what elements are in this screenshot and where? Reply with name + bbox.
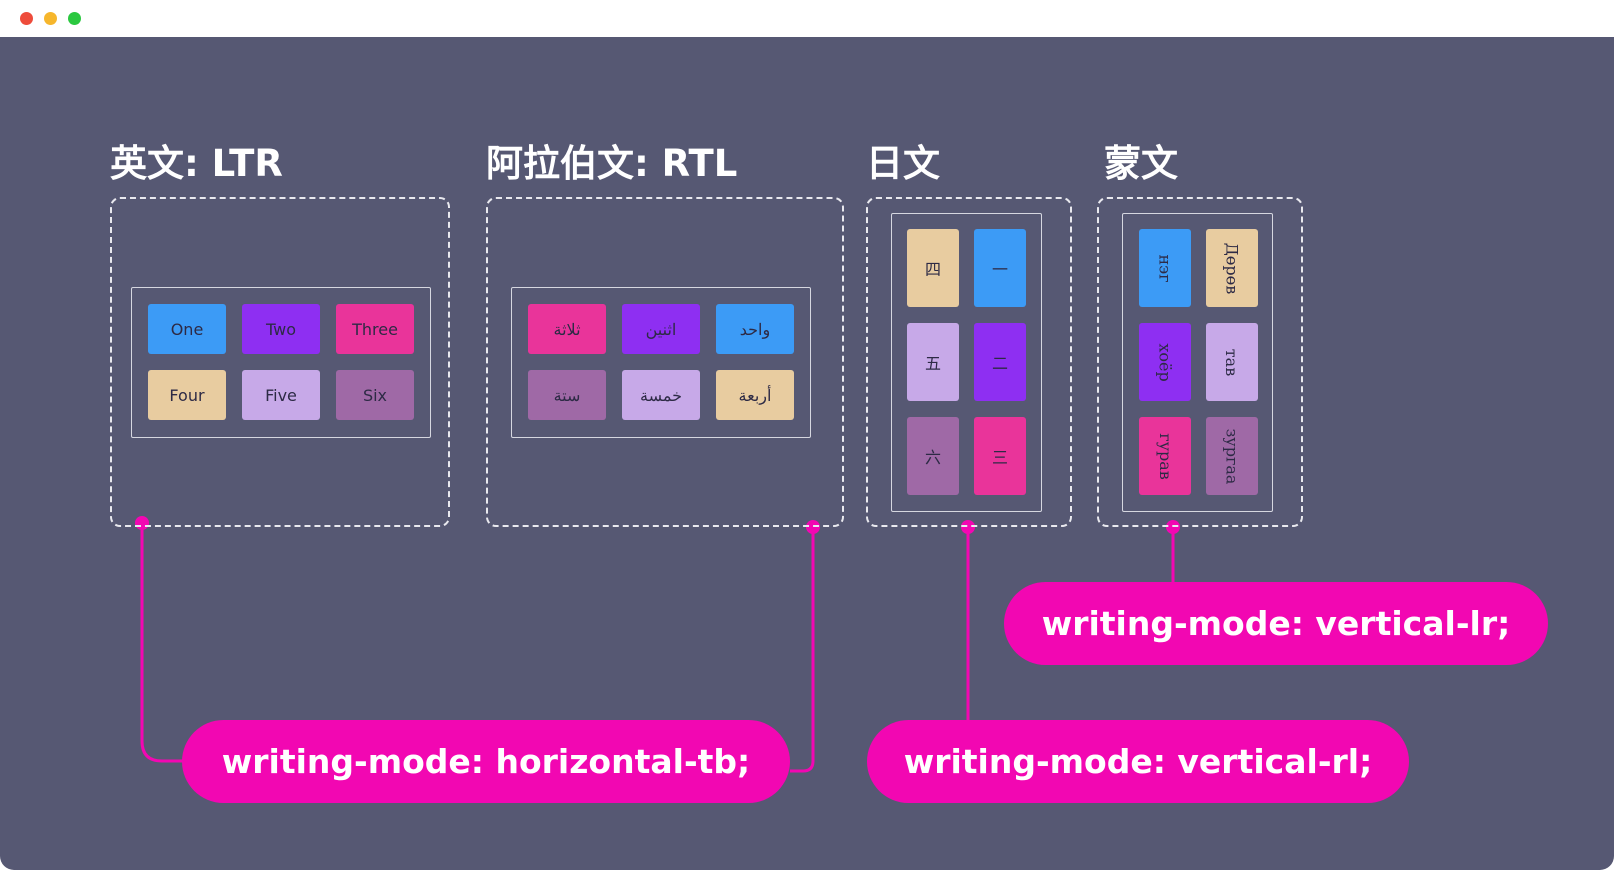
japanese-tile: 六	[907, 417, 959, 495]
arabic-tile: اثنين	[622, 304, 700, 354]
window-titlebar	[0, 0, 1614, 37]
arabic-tile: واحد	[716, 304, 794, 354]
arabic-tile: خمسة	[622, 370, 700, 420]
mongolian-tile: Дөрөв	[1206, 229, 1258, 307]
label-vertical-rl: writing-mode: vertical-rl;	[867, 720, 1409, 803]
mongolian-tile: тав	[1206, 323, 1258, 401]
arabic-tile: ستة	[528, 370, 606, 420]
mongolian-outer-frame	[1097, 197, 1303, 527]
heading-japanese: 日文	[866, 142, 940, 185]
english-tile: Three	[336, 304, 414, 354]
english-tile: Four	[148, 370, 226, 420]
label-horizontal-tb: writing-mode: horizontal-tb;	[182, 720, 790, 803]
mongolian-grid	[1122, 213, 1273, 512]
maximize-window-button[interactable]	[68, 12, 81, 25]
close-window-button[interactable]	[20, 12, 33, 25]
japanese-tile: 二	[974, 323, 1026, 401]
english-tile: Six	[336, 370, 414, 420]
mongolian-tile: гурав	[1139, 417, 1191, 495]
heading-english: 英文: LTR	[110, 142, 283, 185]
japanese-grid	[891, 213, 1042, 512]
english-grid	[131, 287, 431, 438]
label-vertical-lr: writing-mode: vertical-lr;	[1004, 582, 1548, 665]
japanese-tile: 五	[907, 323, 959, 401]
arabic-grid	[511, 287, 811, 438]
english-outer-frame	[110, 197, 450, 527]
english-tile: Five	[242, 370, 320, 420]
japanese-outer-frame	[866, 197, 1072, 527]
heading-mongolian: 蒙文	[1104, 142, 1178, 185]
english-tile: One	[148, 304, 226, 354]
arabic-tile: ثلاثة	[528, 304, 606, 354]
mongolian-tile: зургаа	[1206, 417, 1258, 495]
arabic-outer-frame	[486, 197, 844, 527]
minimize-window-button[interactable]	[44, 12, 57, 25]
arabic-tile: أربعة	[716, 370, 794, 420]
heading-arabic: 阿拉伯文: RTL	[486, 142, 738, 185]
mongolian-tile: нэг	[1139, 229, 1191, 307]
mongolian-tile: хоёр	[1139, 323, 1191, 401]
japanese-tile: 一	[974, 229, 1026, 307]
english-tile: Two	[242, 304, 320, 354]
japanese-tile: 三	[974, 417, 1026, 495]
japanese-tile: 四	[907, 229, 959, 307]
